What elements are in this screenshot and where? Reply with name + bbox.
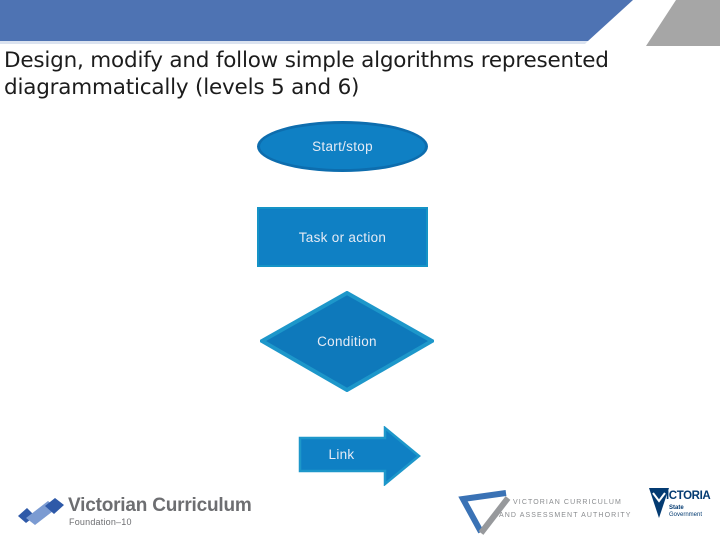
arrow-shape xyxy=(298,425,421,487)
vcaa-wordmark-line2: AND ASSESSMENT AUTHORITY xyxy=(499,512,632,519)
victorian-curriculum-wordmark: Victorian Curriculum xyxy=(68,495,252,516)
flowchart-start-stop-ellipse: Start/stop xyxy=(257,121,428,172)
victorian-curriculum-subtitle: Foundation–10 xyxy=(69,517,132,527)
diamond-shape xyxy=(257,290,437,393)
condition-label: Condition xyxy=(317,334,377,349)
victoria-subtitle-line2: Government xyxy=(669,512,703,518)
victoria-subtitle-line1: State xyxy=(669,505,684,511)
vcaa-v-icon xyxy=(458,490,511,535)
header-banner xyxy=(0,0,720,46)
flowchart-condition-diamond: Condition xyxy=(257,290,437,393)
vcaa-wordmark-line1: VICTORIAN CURRICULUM xyxy=(513,499,622,506)
header-underline xyxy=(0,41,588,44)
flowchart-task-rectangle: Task or action xyxy=(257,207,428,267)
slide-title: Design, modify and follow simple algorit… xyxy=(4,48,609,100)
start-stop-label: Start/stop xyxy=(312,139,373,154)
header-blue-stripe xyxy=(0,0,633,41)
victoria-wordmark: ICTORIA xyxy=(666,490,711,502)
task-label: Task or action xyxy=(298,229,387,245)
flowchart-link-arrow: Link xyxy=(298,425,422,487)
victorian-curriculum-tick-icon xyxy=(18,498,64,525)
link-label: Link xyxy=(328,447,355,462)
header-gray-parallelogram xyxy=(646,0,720,46)
victoria-triangle-icon xyxy=(649,488,669,518)
